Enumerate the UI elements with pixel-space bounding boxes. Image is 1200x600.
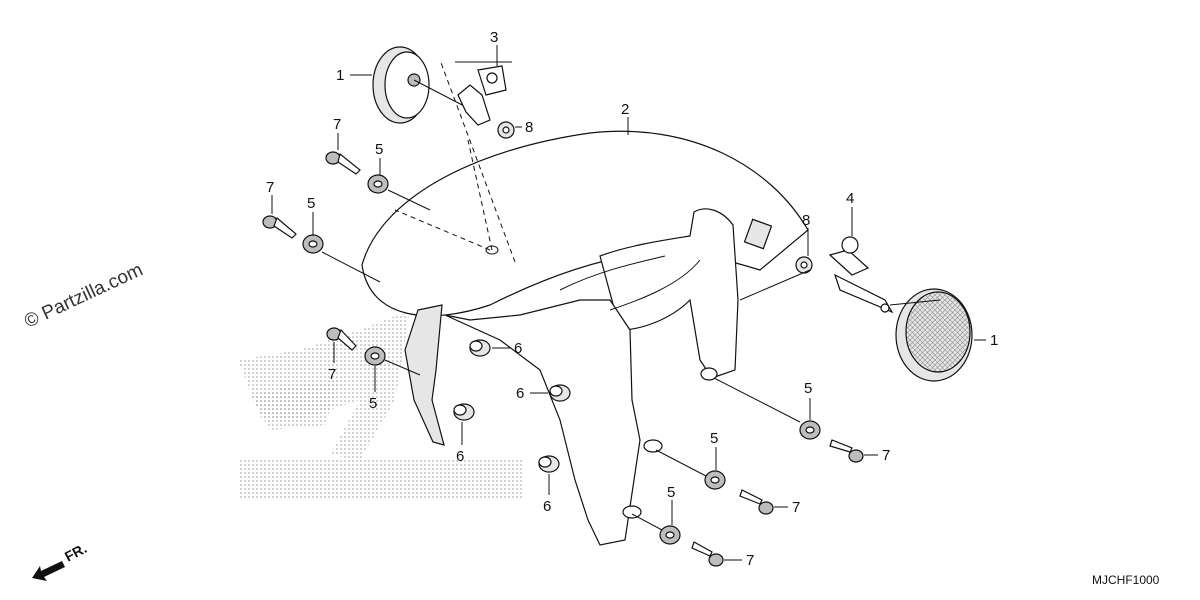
screw-7-f [691,541,724,567]
grommet-5-c [364,346,386,366]
grommet-5-f [659,525,681,545]
front-fender [361,130,809,546]
callout-1-right: 1 [990,332,998,349]
reflector-left [372,46,469,124]
callout-8-top: 8 [525,119,533,136]
diagram-code: MJCHF1000 [1092,573,1160,587]
callout-7-c: 7 [328,366,336,383]
grommet-5-b [302,234,324,254]
callout-6-a: 6 [514,340,522,357]
screw-7-c [326,327,357,351]
assembly-lines [321,189,811,531]
callout-6-b: 6 [516,385,524,402]
callout-3: 3 [490,29,498,46]
screw-7-e [739,489,774,515]
callout-7-e: 7 [792,499,800,516]
collar-6-c [453,403,475,421]
callout-5-c: 5 [369,395,377,412]
callout-7-a: 7 [333,116,341,133]
grommet-5-d [799,420,821,440]
callout-8-right: 8 [802,212,810,229]
collar-6-a [469,339,491,357]
callout-5-a: 5 [375,141,383,158]
leader-lines [271,45,986,561]
bracket-3 [455,61,512,126]
callout-7-b: 7 [266,179,274,196]
collar-6-b [549,384,571,402]
callout-5-b: 5 [307,195,315,212]
callout-6-d: 6 [543,498,551,515]
reflector-right [889,288,973,382]
callout-6-c: 6 [456,448,464,465]
bracket-4 [828,236,894,314]
hidden-line-a [394,209,491,251]
hidden-line-b [467,139,493,251]
callout-2: 2 [621,101,629,118]
watermark-text: © Partzilla.com [21,259,146,332]
arrow-icon [32,561,65,581]
callout-7-f: 7 [746,552,754,569]
callout-5-f: 5 [667,484,675,501]
screw-7-d [829,439,864,463]
nut-8-top [497,121,515,139]
callout-7-d: 7 [882,447,890,464]
collar-6-d [538,455,560,473]
honda-logo-background [238,310,523,498]
front-direction-indicator: FR. [32,540,89,581]
callouts: 1 3 2 8 7 5 7 5 4 8 1 6 6 6 6 7 5 5 7 5 … [266,29,998,569]
callout-5-d: 5 [804,380,812,397]
direction-label: FR. [62,540,89,565]
callout-5-e: 5 [710,430,718,447]
callout-1-left: 1 [336,67,344,84]
grommet-5-a [367,174,389,194]
nut-8-right [795,256,813,274]
screw-7-b [262,215,297,239]
callout-4: 4 [846,190,854,207]
grommet-5-e [704,470,726,490]
screw-7-a [325,151,361,175]
